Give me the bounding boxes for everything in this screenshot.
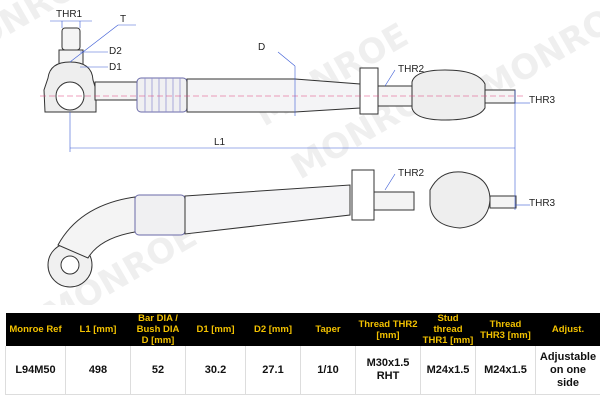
cell-l1: 498 [65, 346, 131, 395]
label-thr3-bottom: THR3 [529, 198, 556, 209]
cell-thr2: M30x1.5 RHT [355, 346, 421, 395]
svg-text:ONROE: ONROE [0, 0, 105, 58]
dimension-labels: THR1 T D2 D1 D THR2 THR3 L1 THR2 THR3 [56, 9, 556, 209]
col-header: Thread THR2 [mm] [355, 313, 421, 346]
col-header: D2 [mm] [245, 313, 301, 346]
cell-d2: 27.1 [245, 346, 301, 395]
col-header: Monroe Ref [5, 313, 66, 346]
label-d1: D1 [109, 62, 122, 73]
col-header: Thread THR3 [mm] [475, 313, 536, 346]
label-thr2-bottom: THR2 [398, 168, 425, 179]
label-thr1: THR1 [56, 9, 83, 20]
label-d: D [258, 42, 265, 53]
dimension-lines [50, 20, 530, 210]
col-header: Bar DIA / Bush DIA D [mm] [130, 313, 186, 346]
label-d2: D2 [109, 46, 122, 57]
label-l1: L1 [214, 137, 226, 148]
label-thr3-top: THR3 [529, 95, 556, 106]
bottom-view [47, 169, 517, 288]
cell-thr1: M24x1.5 [420, 346, 476, 395]
spec-table: Monroe Ref L1 [mm] Bar DIA / Bush DIA D … [5, 313, 600, 395]
col-header: D1 [mm] [185, 313, 246, 346]
cell-adjust: Adjustable on one side [535, 346, 600, 395]
tie-rod-technical-drawing: ONROE MONROE MONROE MONROE MONROE [0, 0, 600, 305]
col-header: L1 [mm] [65, 313, 131, 346]
label-t: T [120, 14, 126, 25]
top-view [43, 27, 516, 121]
col-header: Taper [300, 313, 356, 346]
col-header: Adjust. [535, 313, 600, 346]
cell-d1: 30.2 [185, 346, 246, 395]
table-row: L94M50 498 52 30.2 27.1 1/10 M30x1.5 RHT… [5, 346, 600, 395]
cell-taper: 1/10 [300, 346, 356, 395]
table-header-row: Monroe Ref L1 [mm] Bar DIA / Bush DIA D … [5, 313, 600, 346]
cell-thr3: M24x1.5 [475, 346, 536, 395]
cell-ref: L94M50 [5, 346, 66, 395]
col-header: Stud thread THR1 [mm] [420, 313, 476, 346]
label-thr2-top: THR2 [398, 64, 425, 75]
cell-bar-dia: 52 [130, 346, 186, 395]
